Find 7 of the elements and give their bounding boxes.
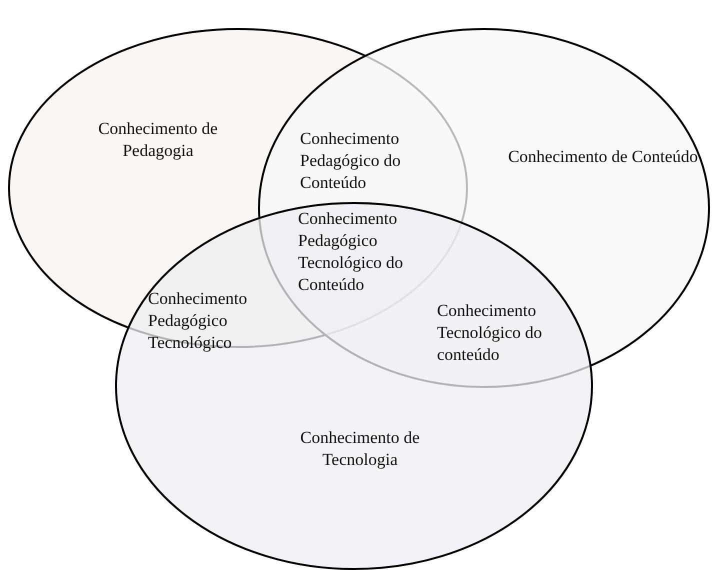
overlap-label: Conhecimento Pedagógico Tecnológico do Conteúdo [298,208,404,296]
overlap-label: Conhecimento Tecnológico do conteúdo [437,300,544,366]
circle-label: Conhecimento de Conteúdo [508,146,698,168]
overlap-label: Conhecimento Pedagógico do Conteúdo [300,128,402,194]
circle-label: Conhecimento de Tecnologia [299,427,421,471]
overlap-label: Conhecimento Pedagógico Tecnológico [148,288,248,354]
circle-label: Conhecimento de Pedagogia [97,118,219,162]
